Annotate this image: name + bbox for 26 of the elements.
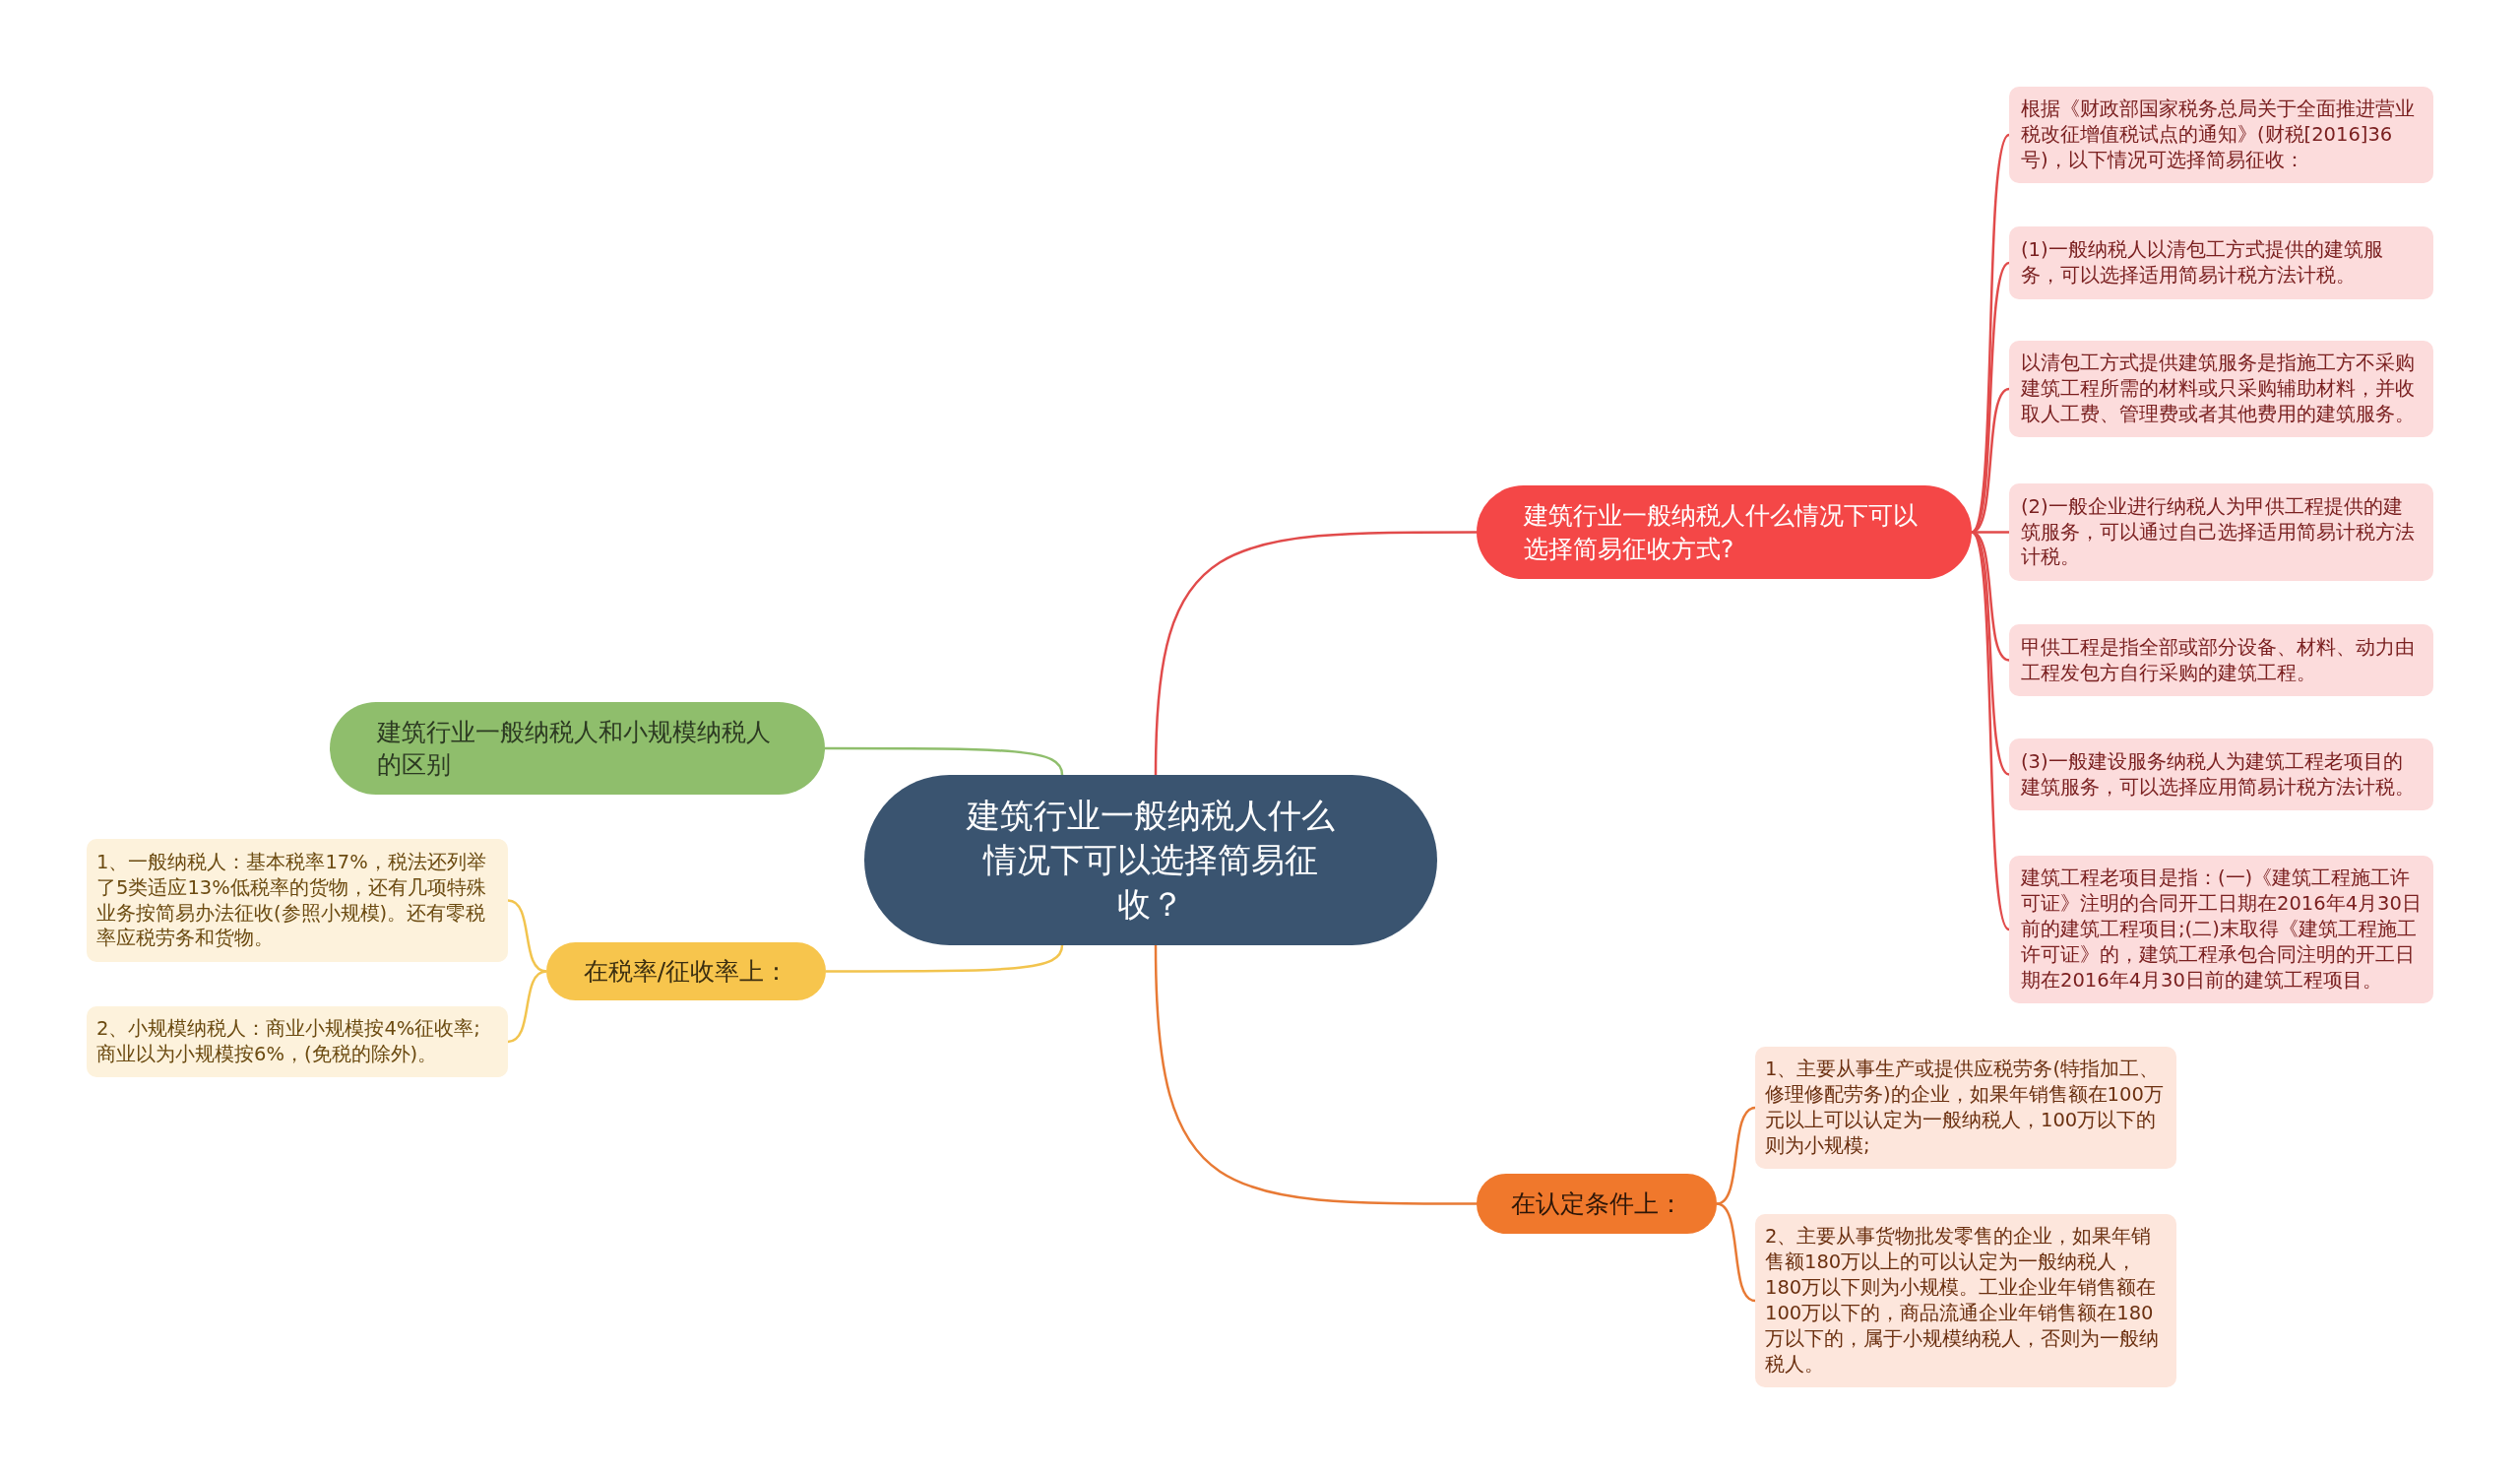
topic-box: 在认定条件上： <box>1477 1174 1717 1234</box>
topic-box: 建筑行业一般纳税人和小规模纳税人的区别 <box>330 702 825 795</box>
connector-line <box>507 970 547 1044</box>
topic-box: 建筑行业一般纳税人什么情况下可以选择简易征收方式? <box>1477 485 1972 579</box>
note-box: (1)一般纳税人以清包工方式提供的建筑服务，可以选择适用简易计税方法计税。 <box>2009 226 2433 299</box>
note-box: 2、主要从事货物批发零售的企业，如果年销售额180万以上的可以认定为一般纳税人，180万以下则为小规模。工业企业年销售额在100万以下的，商品流通企业年销售额在180万以下的，属于小规模纳税人，否则为一般纳税人。 <box>1755 1214 2176 1387</box>
note-box: 建筑工程老项目是指：(一)《建筑工程施工许可证》注明的合同开工日期在2016年4月30日前的建筑工程项目;(二)末取得《建筑工程施工许可证》的，建筑工程承包合同注明的开工日期在2016年4月30日前的建筑工程项目。 <box>2009 856 2433 1003</box>
note-box: 根据《财政部国家税务总局关于全面推进营业税改征增值税试点的通知》(财税[2016]36号)，以下情况可选择简易征收： <box>2009 87 2433 183</box>
note-box: 2、小规模纳税人：商业小规模按4%征收率;商业以为小规模按6%，(免税的除外)。 <box>87 1006 508 1077</box>
note-box: 1、主要从事生产或提供应税劳务(特指加工、修理修配劳务)的企业，如果年销售额在100万元以上可以认定为一般纳税人，100万以下的则为小规模; <box>1755 1047 2176 1169</box>
central-topic: 建筑行业一般纳税人什么情况下可以选择简易征收？ <box>864 775 1437 945</box>
connector-line <box>1716 1106 1756 1205</box>
connector-line <box>1716 1202 1756 1303</box>
connector-line <box>1154 944 1477 1205</box>
note-box: 1、一般纳税人：基本税率17%，税法还列举了5类适应13%低税率的货物，还有几项特殊业务按简易办法征收(参照小规模)。还有零税率应税劳务和货物。 <box>87 839 508 962</box>
topic-box: 在税率/征收率上： <box>546 942 826 1000</box>
connector-line <box>507 899 547 973</box>
connector-line <box>1971 262 2010 534</box>
note-box: 甲供工程是指全部或部分设备、材料、动力由工程发包方自行采购的建筑工程。 <box>2009 624 2433 696</box>
note-box: (2)一般企业进行纳税人为甲供工程提供的建筑服务，可以通过自己选择适用简易计税方法计税。 <box>2009 483 2433 581</box>
note-box: (3)一般建设服务纳税人为建筑工程老项目的建筑服务，可以选择应用简易计税方法计税。 <box>2009 738 2433 810</box>
connector-line <box>826 944 1064 973</box>
connector-line <box>1971 531 2010 930</box>
connector-line <box>825 746 1064 776</box>
connector-line <box>1154 531 1477 776</box>
note-box: 以清包工方式提供建筑服务是指施工方不采购建筑工程所需的材料或只采购辅助材料，并收取人工费、管理费或者其他费用的建筑服务。 <box>2009 341 2433 437</box>
